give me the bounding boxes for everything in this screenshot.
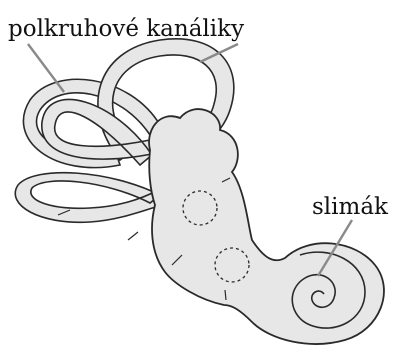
label-semicircular-canals: polkruhové kanáliky <box>8 16 244 42</box>
lateral-canal <box>15 173 162 223</box>
leader-line-canal-left <box>28 44 64 92</box>
label-cochlea: slimák <box>312 194 389 220</box>
